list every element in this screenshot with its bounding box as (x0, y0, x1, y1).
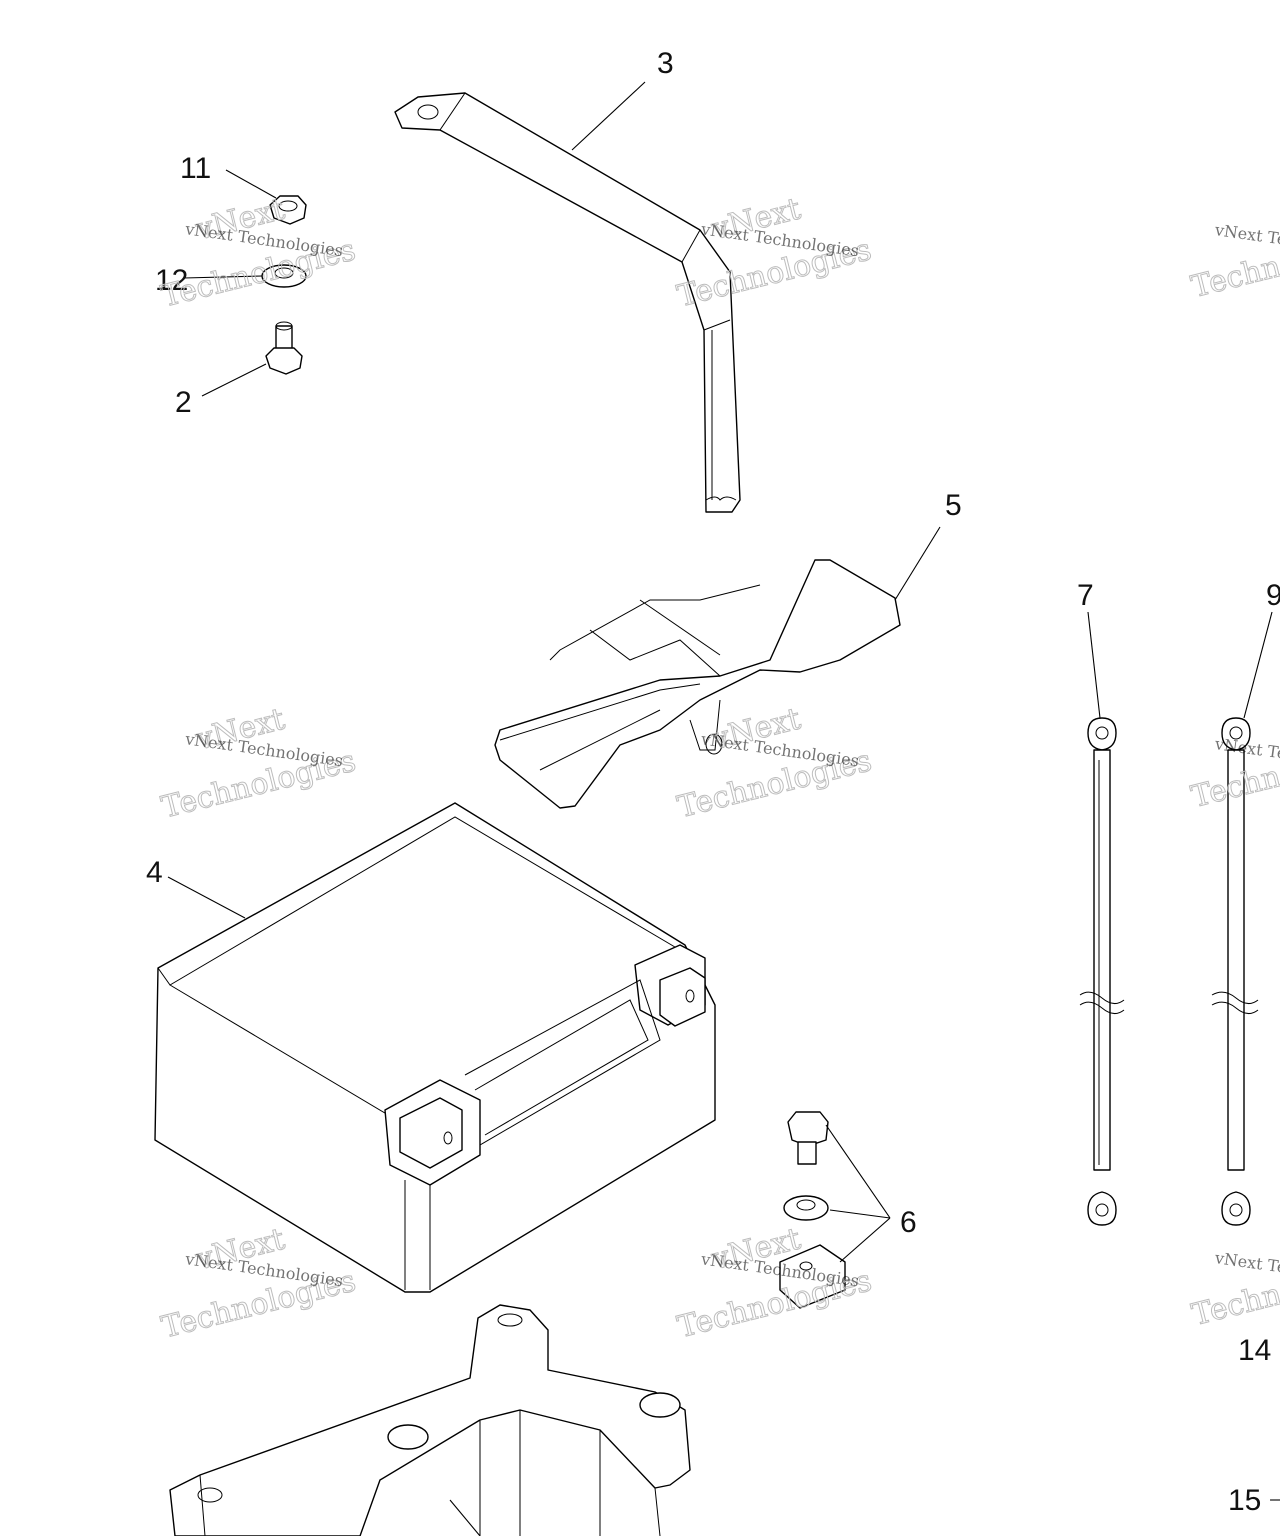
callout-2: 2 (175, 386, 192, 419)
callout-3: 3 (657, 47, 674, 80)
svg-text:vNext Te: vNext Te (1213, 1248, 1280, 1277)
svg-text:Techn: Techn (1188, 249, 1280, 305)
callout-14: 14 (1238, 1334, 1271, 1367)
callout-6: 6 (900, 1206, 917, 1239)
callout-12: 12 (155, 264, 188, 297)
part-5-battery-pad (494, 559, 901, 809)
part-2-bolt (265, 321, 303, 375)
callout-7: 7 (1077, 579, 1094, 612)
watermark-8-clipped: Techn vNext Te (1187, 734, 1280, 816)
part-6-hardware-set (779, 1111, 846, 1309)
watermark-9-clipped: Techn vNext Te (1188, 1248, 1280, 1333)
battery-tray (169, 1304, 691, 1536)
callout-15: 15 (1228, 1484, 1261, 1517)
callout-4: 4 (146, 856, 163, 889)
svg-text:Techn: Techn (1189, 1277, 1280, 1333)
part-11-nut (269, 195, 307, 225)
watermark-7-clipped: Techn vNext Te (1187, 220, 1280, 306)
callout-5: 5 (945, 489, 962, 522)
watermark-4: vNext Technologies vNext Technologies (674, 701, 876, 826)
watermark-3: vNext Technologies vNext Technologies (158, 701, 360, 826)
watermark-6: vNext Technologies vNext Technologies (674, 1221, 876, 1346)
callout-11: 11 (180, 152, 211, 185)
part-9-cable (1211, 717, 1259, 1226)
part-7-cable (1079, 717, 1125, 1226)
callout-9: 9 (1266, 579, 1280, 612)
svg-text:vNext Te: vNext Te (1213, 220, 1280, 249)
part-3-bracket-strap (394, 92, 741, 513)
watermark-1: vNext Technologies vNext Technologies (157, 191, 359, 315)
leader-lines (167, 81, 1280, 1536)
callout-numbers: 3 11 12 2 5 7 9 4 6 14 15 (146, 47, 1280, 1517)
svg-text:vNext Te: vNext Te (1213, 734, 1280, 763)
part-4-battery (154, 802, 716, 1293)
